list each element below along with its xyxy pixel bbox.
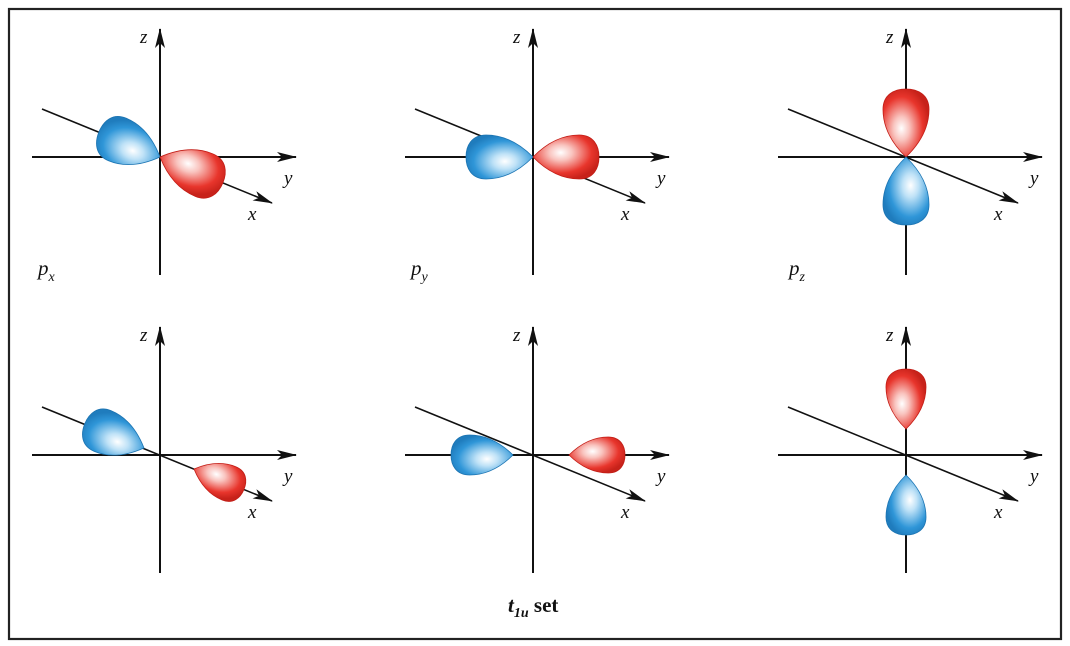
y-axis-label: y <box>655 168 666 189</box>
z-axis-label: z <box>885 27 894 48</box>
z-axis-label: z <box>512 27 521 48</box>
orbital-label-main: p <box>36 256 49 280</box>
negative-lobe <box>465 134 534 180</box>
orbital-label-subscript: x <box>48 270 56 285</box>
positive-lobe <box>882 88 930 158</box>
orbital-label-px: px <box>36 256 56 285</box>
negative-lobe <box>885 474 927 536</box>
orbital-label-subscript: y <box>420 270 429 285</box>
caption: t1u set <box>508 593 558 621</box>
x-axis <box>414 406 646 502</box>
y-axis-label: y <box>1028 466 1039 487</box>
caption-main: t <box>508 593 515 617</box>
z-axis-label: z <box>139 27 148 48</box>
x-axis-label: x <box>620 204 630 225</box>
z-axis-label: z <box>885 325 894 346</box>
x-axis <box>787 108 1019 204</box>
orbital-label-main: p <box>787 256 800 280</box>
z-axis-label: z <box>139 325 148 346</box>
orbital-label-subscript: z <box>799 270 806 285</box>
positive-lobe <box>159 149 226 199</box>
positive-lobe <box>193 463 247 502</box>
orbital-label-main: p <box>409 256 422 280</box>
caption-suffix: set <box>529 593 559 617</box>
positive-lobe <box>885 368 927 430</box>
z-axis-label: z <box>512 325 521 346</box>
x-axis-label: x <box>247 502 257 523</box>
x-axis-label: x <box>993 502 1003 523</box>
panel-bottom-py: z y x <box>405 325 670 573</box>
negative-lobe <box>882 156 930 226</box>
negative-lobe <box>82 408 145 456</box>
negative-lobe <box>96 116 161 165</box>
positive-lobe <box>568 436 626 474</box>
x-axis-label: x <box>993 204 1003 225</box>
caption-subscript: 1u <box>514 606 529 621</box>
y-axis-label: y <box>282 168 293 189</box>
panel-bottom-pz: z y x <box>778 325 1043 573</box>
y-axis-label: y <box>282 466 293 487</box>
x-axis-label: x <box>620 502 630 523</box>
x-axis-label: x <box>247 204 257 225</box>
orbital-label-py: py <box>409 256 429 285</box>
y-axis-label: y <box>655 466 666 487</box>
orbital-label-pz: pz <box>787 256 806 285</box>
negative-lobe <box>450 434 514 476</box>
y-axis-label: y <box>1028 168 1039 189</box>
x-axis <box>787 406 1019 502</box>
positive-lobe <box>532 134 600 180</box>
panel-bottom-px: z y x <box>32 325 297 573</box>
